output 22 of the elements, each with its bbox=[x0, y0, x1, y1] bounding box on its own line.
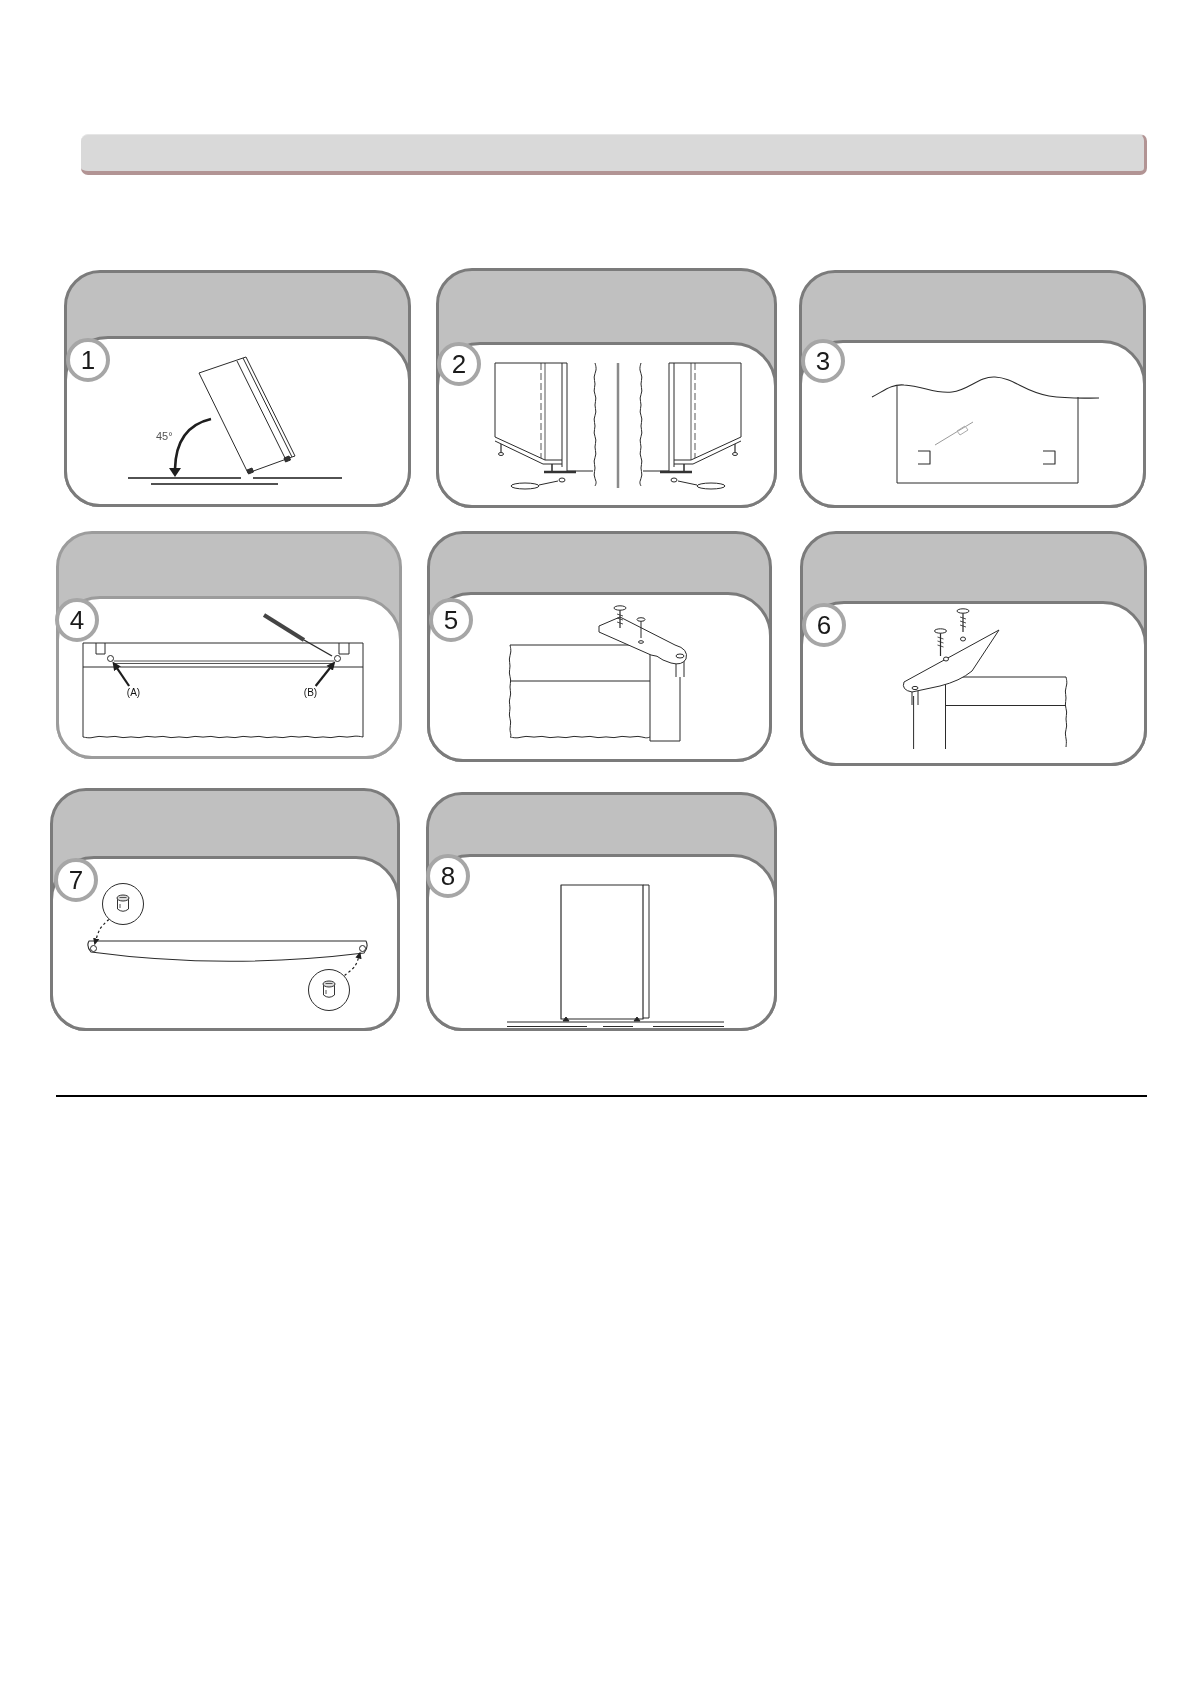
arrow bbox=[112, 661, 130, 687]
step-panel bbox=[50, 788, 400, 1031]
step-panel bbox=[426, 792, 777, 1031]
step-panel bbox=[436, 268, 777, 508]
step-number: 2 bbox=[437, 342, 481, 386]
dotted-arrow bbox=[343, 951, 362, 976]
angle-label: 45° bbox=[156, 430, 173, 442]
step-panel bbox=[56, 531, 402, 759]
arrow bbox=[314, 661, 336, 687]
step-number: 8 bbox=[426, 854, 470, 898]
step-panel bbox=[800, 531, 1147, 766]
step-number: 3 bbox=[801, 339, 845, 383]
screw-hole bbox=[107, 655, 114, 662]
screw-hole bbox=[89, 945, 97, 952]
dotted-arrow bbox=[93, 918, 110, 946]
part-label: (A) bbox=[122, 686, 145, 699]
part-label: (B) bbox=[299, 686, 322, 699]
screw-hole bbox=[358, 945, 366, 952]
step-panel bbox=[799, 270, 1146, 508]
screw-hole bbox=[334, 655, 341, 662]
step-panel bbox=[64, 270, 411, 507]
step-panel bbox=[427, 531, 772, 762]
